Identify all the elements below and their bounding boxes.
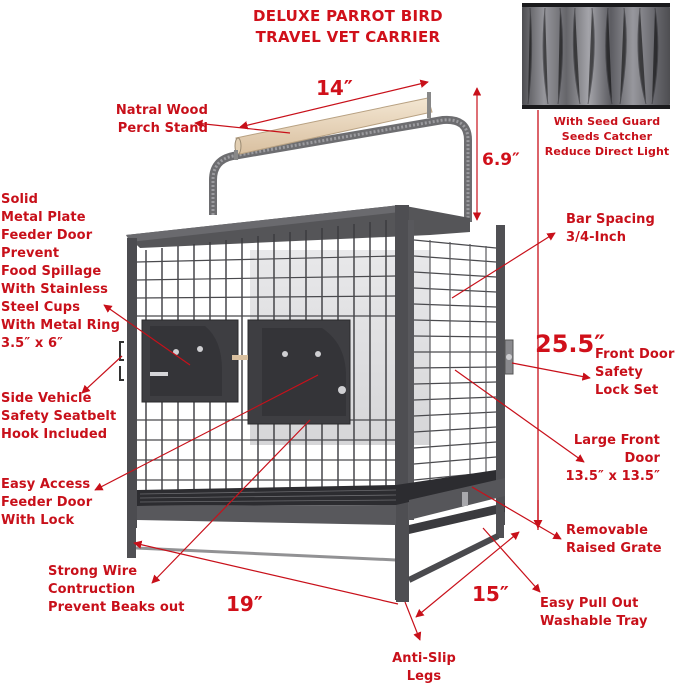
- title-line-1: DELUXE PARROT BIRD: [253, 7, 443, 25]
- dimension-width: 19″: [226, 592, 263, 616]
- product-title: DELUXE PARROT BIRD TRAVEL VET CARRIER: [228, 6, 468, 48]
- carry-handle: [209, 115, 472, 222]
- dimension-total-height: 25.5″: [535, 330, 605, 358]
- title-line-2: TRAVEL VET CARRIER: [255, 28, 441, 46]
- feeder-doors: [141, 319, 351, 425]
- dimension-perch-length: 14″: [316, 76, 353, 100]
- dimension-depth: 15″: [472, 582, 509, 606]
- seed-guard-image: [522, 3, 670, 109]
- dimension-handle-height: 6.9″: [482, 150, 520, 170]
